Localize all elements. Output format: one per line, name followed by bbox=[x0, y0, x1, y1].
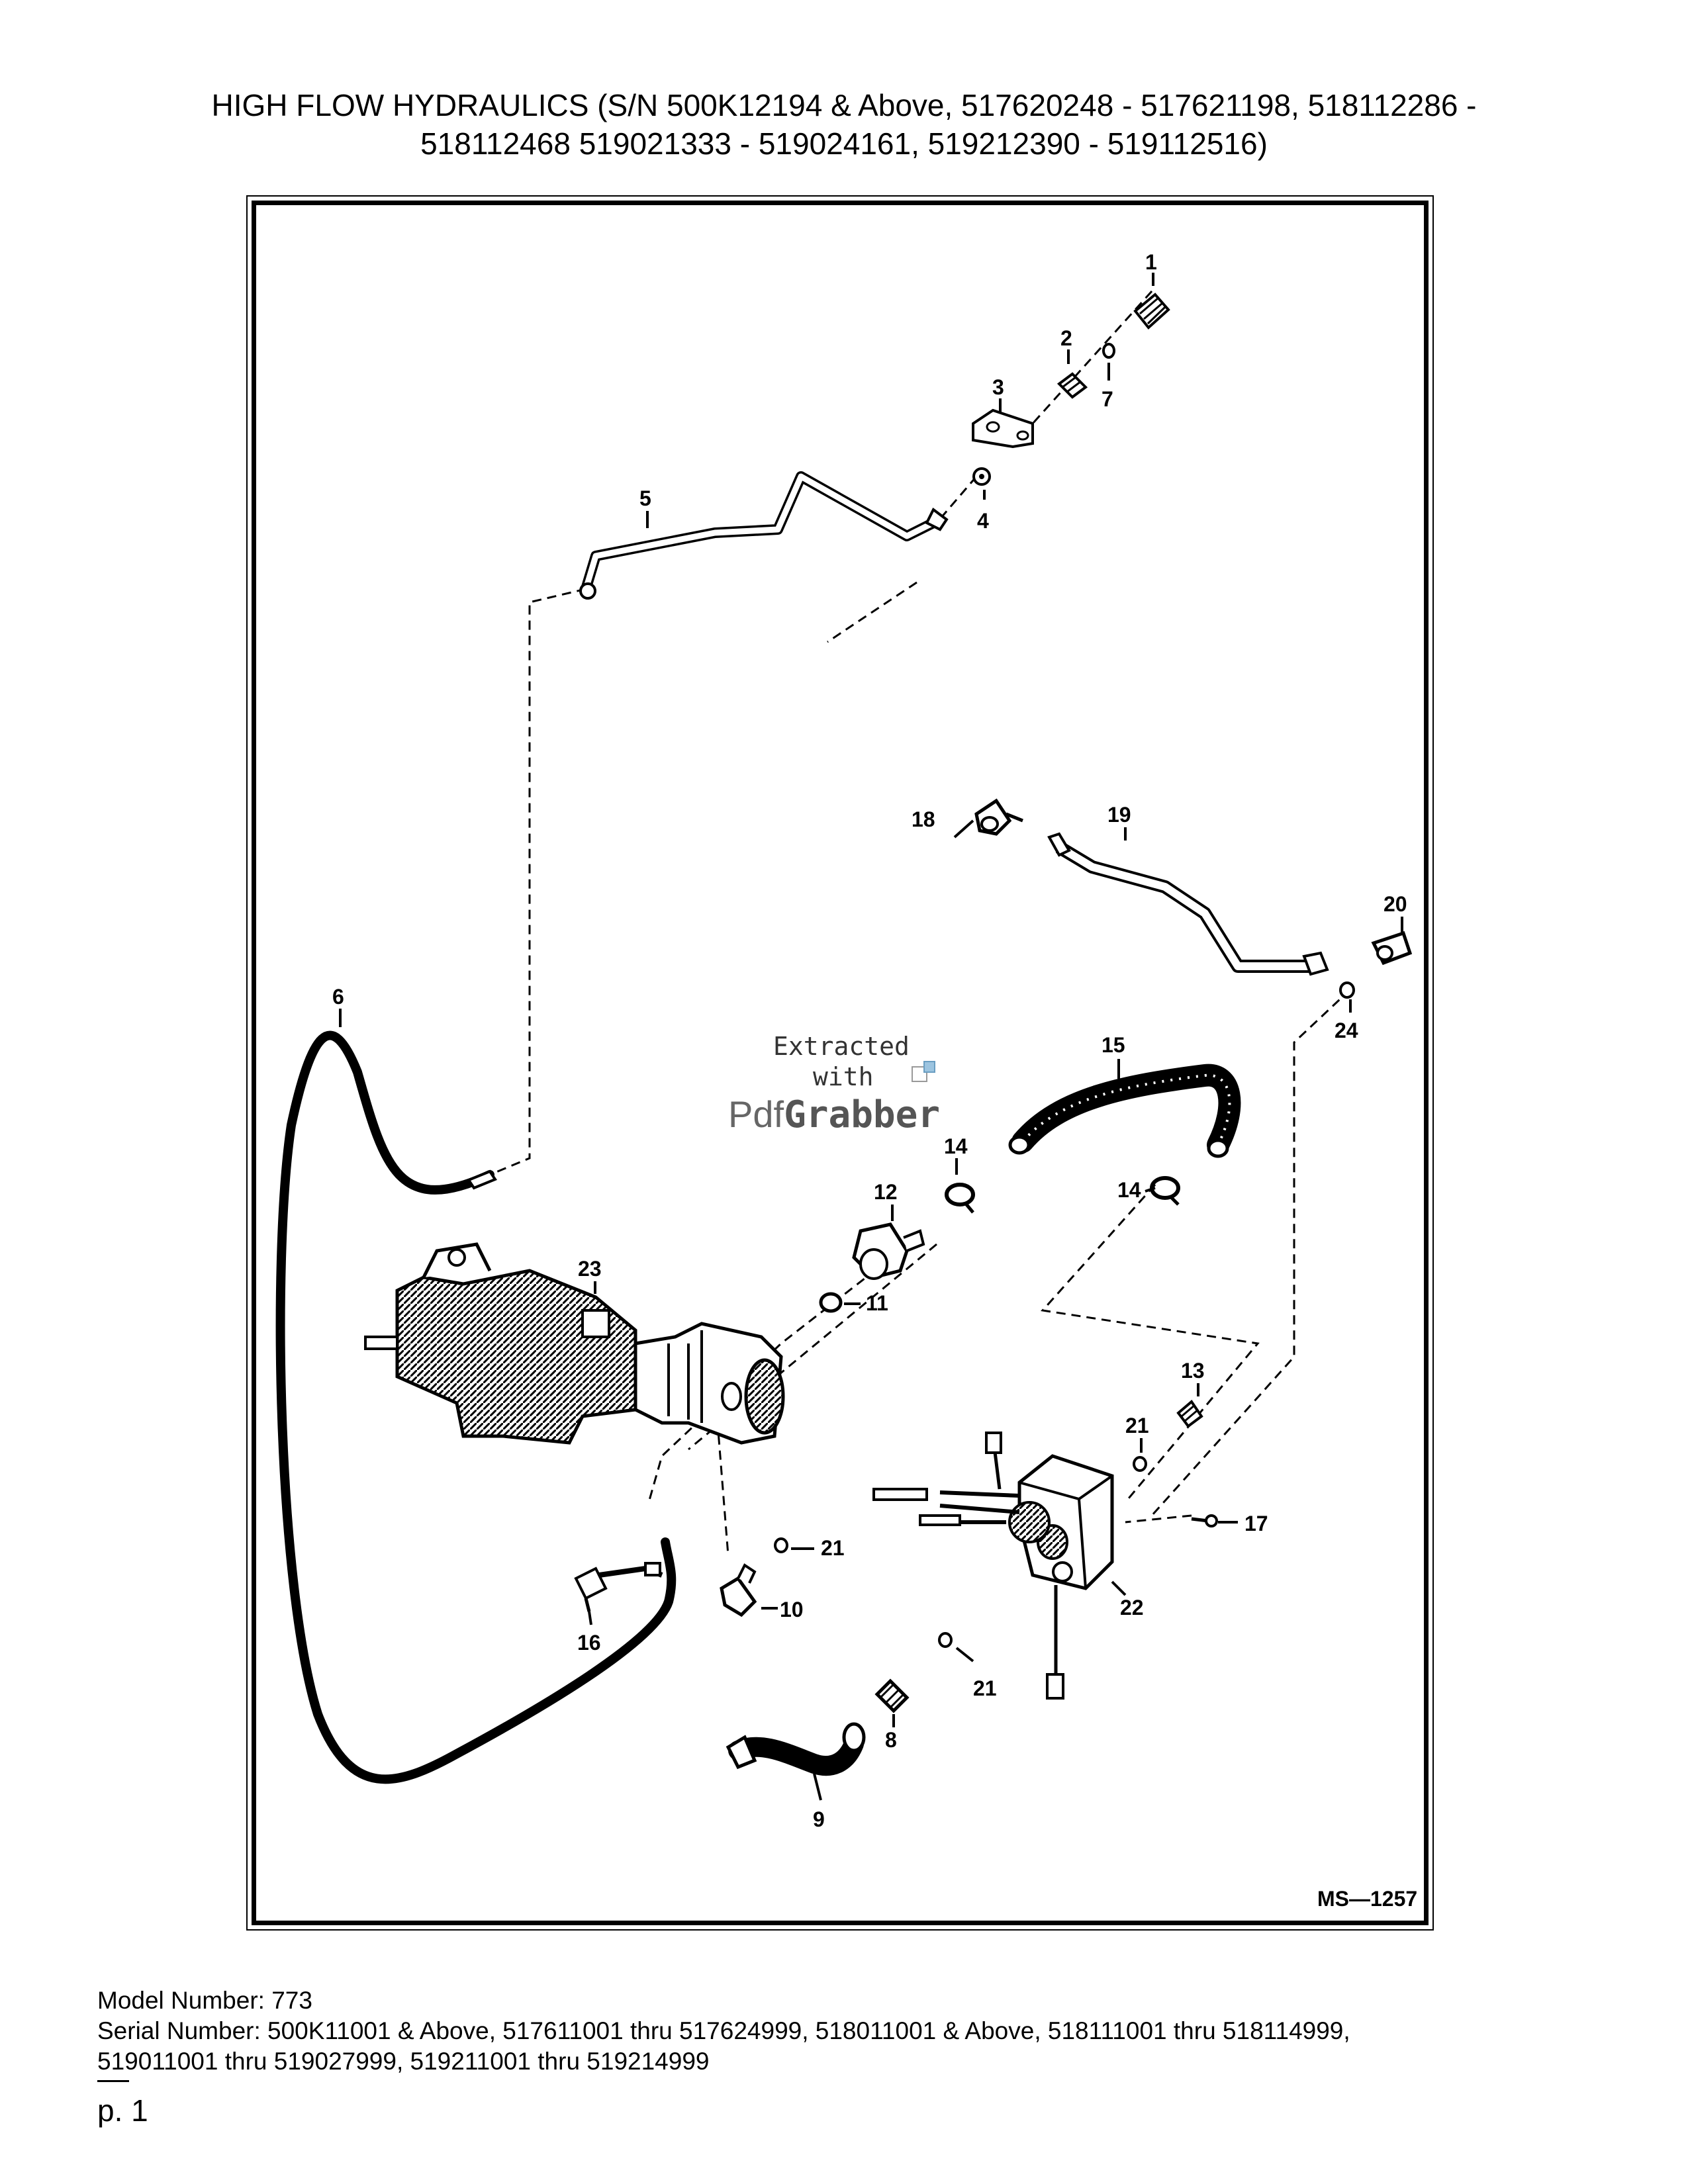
part-21-o-ring-c bbox=[938, 1632, 953, 1648]
part-9-hose bbox=[726, 1722, 866, 1776]
part-3-bracket bbox=[972, 408, 1034, 449]
callout-19: 19 bbox=[1107, 803, 1131, 827]
callout-21c: 21 bbox=[973, 1676, 997, 1700]
part-15-hose bbox=[1008, 1064, 1241, 1158]
callout-11: 11 bbox=[866, 1291, 888, 1315]
watermark-line-1: Extracted bbox=[773, 1032, 910, 1061]
drawing-number: MS—1257 bbox=[1317, 1887, 1417, 1911]
page-title: HIGH FLOW HYDRAULICS (S/N 500K12194 & Ab… bbox=[0, 86, 1688, 163]
callout-7: 7 bbox=[1102, 387, 1113, 411]
part-24-o-ring bbox=[1339, 981, 1355, 999]
callout-13: 13 bbox=[1181, 1359, 1205, 1383]
callout-23: 23 bbox=[578, 1257, 602, 1281]
callout-2: 2 bbox=[1060, 326, 1072, 350]
callout-16: 16 bbox=[577, 1631, 601, 1655]
watermark-brand-pre: Pdf bbox=[728, 1093, 784, 1135]
page-number: p. 1 bbox=[97, 2093, 148, 2128]
callout-14b: 14 bbox=[1117, 1178, 1141, 1202]
callout-14a: 14 bbox=[944, 1134, 968, 1158]
part-16-elbow bbox=[574, 1562, 663, 1612]
callout-21a: 21 bbox=[1125, 1414, 1149, 1437]
diagram-frame-outer bbox=[246, 195, 1434, 1931]
callout-15: 15 bbox=[1102, 1033, 1125, 1057]
callout-9: 9 bbox=[813, 1807, 825, 1831]
part-6-hose bbox=[275, 1030, 677, 1784]
watermark-brand-post: Grabber bbox=[784, 1093, 940, 1136]
watermark-brand: PdfGrabber bbox=[728, 1093, 940, 1136]
model-number: Model Number: 773 bbox=[97, 1987, 312, 2014]
callout-22: 22 bbox=[1120, 1596, 1144, 1619]
callout-21b: 21 bbox=[821, 1536, 845, 1560]
part-10-elbow bbox=[720, 1563, 757, 1617]
part-14-clamp-a bbox=[945, 1183, 975, 1214]
part-18-tee-fitting bbox=[974, 798, 1023, 836]
part-17-screw bbox=[1191, 1514, 1218, 1527]
callout-12: 12 bbox=[874, 1180, 898, 1204]
callout-17: 17 bbox=[1244, 1512, 1268, 1535]
callout-1: 1 bbox=[1145, 250, 1157, 274]
watermark-logo-icon bbox=[912, 1061, 935, 1082]
part-1-fitting bbox=[1133, 293, 1170, 330]
callout-leaders bbox=[339, 273, 1403, 1801]
part-4-nut bbox=[972, 467, 991, 486]
callout-4: 4 bbox=[977, 509, 989, 533]
callout-8: 8 bbox=[885, 1728, 897, 1752]
part-7-o-ring bbox=[1102, 343, 1115, 359]
callout-20: 20 bbox=[1383, 892, 1407, 916]
footer-rule bbox=[97, 2080, 129, 2082]
part-21-o-ring-b bbox=[774, 1537, 788, 1553]
callout-5: 5 bbox=[639, 486, 651, 510]
part-12-adapter bbox=[852, 1222, 925, 1280]
part-2-fitting bbox=[1056, 372, 1088, 399]
title-line-2: 518112468 519021333 - 519024161, 5192123… bbox=[420, 126, 1268, 161]
serial-line-1: Serial Number: 500K11001 & Above, 517611… bbox=[97, 2017, 1350, 2044]
watermark: Extracted with PdfGrabber bbox=[728, 1032, 940, 1136]
part-8-adapter bbox=[874, 1678, 910, 1713]
callout-labels: 1 2 3 4 5 6 7 8 9 10 11 12 13 14 14 15 1… bbox=[332, 250, 1417, 1911]
part-14-clamp-b bbox=[1150, 1176, 1180, 1206]
part-13-fitting bbox=[1176, 1400, 1203, 1428]
part-5-tube bbox=[579, 471, 949, 600]
callout-18: 18 bbox=[912, 807, 935, 831]
part-11-o-ring bbox=[819, 1292, 843, 1313]
callout-3: 3 bbox=[992, 375, 1004, 399]
part-19-tube bbox=[1047, 832, 1329, 976]
callout-6: 6 bbox=[332, 985, 344, 1009]
callout-24: 24 bbox=[1335, 1019, 1358, 1042]
watermark-line-2: with bbox=[813, 1062, 874, 1091]
footer: Model Number: 773 Serial Number: 500K110… bbox=[97, 1985, 1350, 2077]
part-23-pump bbox=[364, 1242, 785, 1445]
part-21-o-ring-a bbox=[1133, 1456, 1147, 1472]
serial-line-2: 519011001 thru 519027999, 519211001 thru… bbox=[97, 2048, 710, 2075]
part-20-fitting bbox=[1371, 931, 1413, 966]
title-line-1: HIGH FLOW HYDRAULICS (S/N 500K12194 & Ab… bbox=[211, 88, 1477, 122]
callout-10: 10 bbox=[780, 1598, 804, 1621]
diagram-frame bbox=[252, 201, 1429, 1925]
part-22-valve-block bbox=[872, 1432, 1114, 1700]
